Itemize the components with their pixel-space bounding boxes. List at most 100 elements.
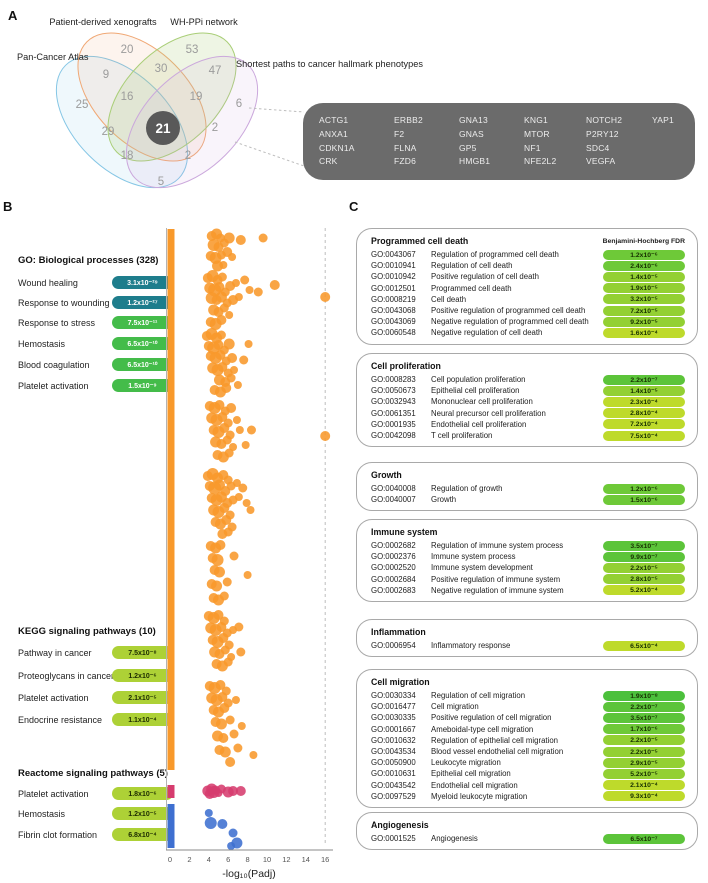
scatter-dot bbox=[258, 233, 268, 243]
scatter-dot bbox=[211, 785, 221, 795]
fdr-badge: 7.2x10⁻⁵ bbox=[603, 305, 685, 316]
scatter-dot bbox=[214, 282, 225, 292]
go-term-id: GO:0030334 bbox=[371, 691, 416, 701]
scatter-dot bbox=[205, 541, 216, 551]
fdr-badge: 7.2x10⁻⁴ bbox=[603, 419, 685, 430]
fdr-badge: 2.2x10⁻⁵ bbox=[603, 746, 685, 757]
scatter-dot bbox=[253, 287, 263, 297]
scatter-dot bbox=[244, 340, 253, 348]
gene-symbol: ANXA1 bbox=[319, 128, 348, 139]
scatter-dot bbox=[227, 653, 236, 661]
scatter-dot bbox=[239, 355, 249, 365]
go-term-name: Ameboidal-type cell migration bbox=[431, 724, 534, 734]
pvalue-badge: 1.5x10⁻⁹ bbox=[112, 379, 173, 392]
gene-symbol: NOTCH2 bbox=[586, 115, 623, 125]
scatter-dot bbox=[215, 291, 227, 303]
go-term-id: GO:0050673 bbox=[371, 386, 416, 396]
scatter-dot bbox=[220, 645, 230, 655]
gene-symbol: YAP1 bbox=[652, 115, 674, 125]
scatter-dot bbox=[206, 692, 218, 704]
gene-symbol: CRK bbox=[319, 156, 338, 167]
scatter-dot bbox=[213, 340, 224, 350]
scatter-dot bbox=[208, 504, 220, 516]
fdr-badge: 2.2x10⁻⁵ bbox=[603, 562, 685, 573]
scatter-dot bbox=[219, 746, 231, 758]
scatter-dot bbox=[213, 374, 225, 386]
scatter-dot bbox=[232, 479, 241, 487]
pvalue-badge: 6.5x10⁻¹⁰ bbox=[112, 358, 173, 371]
go-term-name: Leukocyte migration bbox=[431, 758, 501, 768]
venn-ellipse-shortest-paths bbox=[125, 55, 259, 189]
gene-symbol: P2RY12 bbox=[586, 128, 619, 139]
scatter-dot bbox=[228, 295, 239, 305]
scatter-dot bbox=[206, 412, 218, 424]
scatter-dot bbox=[226, 403, 237, 413]
venn-region-count: 20 bbox=[121, 44, 134, 56]
scatter-dot bbox=[223, 475, 233, 485]
scatter-dot bbox=[215, 718, 227, 730]
enrichment-term-label: Response to wounding bbox=[18, 298, 110, 308]
scatter-dot bbox=[226, 373, 236, 383]
go-term-name: Cell death bbox=[431, 294, 467, 304]
go-term-id: GO:0002682 bbox=[371, 541, 416, 551]
scatter-dot bbox=[210, 717, 221, 727]
go-term-name: Regulation of immune system process bbox=[431, 541, 564, 551]
fdr-badge: 9.3x10⁻⁴ bbox=[603, 791, 685, 802]
scatter-dot bbox=[218, 633, 229, 643]
scatter-dot bbox=[208, 593, 219, 603]
go-term-name: Negative regulation of programmed cell d… bbox=[431, 317, 589, 327]
fdr-badge: 1.5x10⁻⁶ bbox=[603, 494, 685, 505]
enrichment-term-label: Fibrin clot formation bbox=[18, 830, 98, 840]
venn-region-count: 30 bbox=[155, 63, 168, 75]
venn-set-label: Pan-Cancer Atlas bbox=[17, 52, 89, 62]
scatter-dot bbox=[210, 414, 223, 426]
go-term-id: GO:0043068 bbox=[371, 306, 416, 316]
scatter-dot bbox=[203, 341, 214, 351]
go-term-id: GO:0060548 bbox=[371, 328, 416, 338]
scatter-dot bbox=[207, 635, 218, 645]
pvalue-badge: 3.1x10⁻²⁹ bbox=[112, 276, 173, 289]
fdr-badge: 1.2x10⁻⁶ bbox=[603, 483, 685, 494]
fdr-badge: 7.5x10⁻⁴ bbox=[603, 430, 685, 441]
scatter-dot bbox=[230, 366, 239, 374]
scatter-dot bbox=[224, 448, 234, 458]
scatter-dot bbox=[214, 400, 225, 410]
scatter-dot bbox=[211, 295, 222, 305]
scatter-dot bbox=[210, 694, 223, 706]
go-term-name: Positive regulation of cell death bbox=[431, 272, 539, 282]
go-term-name: Endothelial cell migration bbox=[431, 780, 518, 790]
venn-region-count: 25 bbox=[76, 99, 89, 111]
gene-symbol: FLNA bbox=[394, 142, 417, 153]
scatter-dot bbox=[219, 261, 228, 269]
gene-symbol: GNAS bbox=[459, 128, 484, 139]
gene-symbol: F2 bbox=[394, 128, 405, 139]
scatter-dot bbox=[222, 786, 234, 798]
enrichment-term-label: Hemostasis bbox=[18, 809, 66, 819]
scatter-dot bbox=[219, 703, 230, 713]
scatter-dot bbox=[202, 785, 214, 797]
go-term-id: GO:0001935 bbox=[371, 419, 416, 429]
x-axis-tick-label: 2 bbox=[187, 855, 191, 864]
pvalue-badge: 6.5x10⁻¹⁰ bbox=[112, 337, 173, 350]
venn-set-label: Patient-derived xenografts bbox=[49, 17, 157, 27]
fdr-badge: 5.2x10⁻⁴ bbox=[603, 585, 685, 596]
enrichment-term-label: Wound healing bbox=[18, 278, 78, 288]
scatter-dot bbox=[204, 481, 215, 491]
venn-region-count: 19 bbox=[190, 91, 203, 103]
scatter-dot bbox=[217, 451, 229, 463]
gene-symbol: HMGB1 bbox=[459, 156, 491, 167]
scatter-dot bbox=[215, 680, 226, 690]
